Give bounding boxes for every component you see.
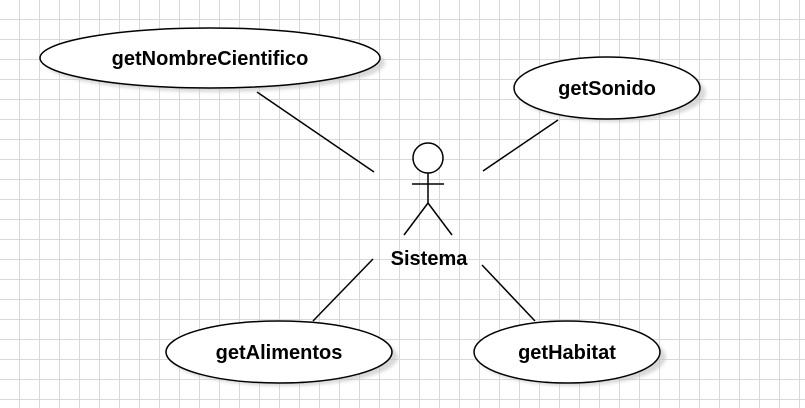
actor-label: Sistema bbox=[391, 248, 469, 270]
use-case-label: getHabitat bbox=[518, 342, 616, 364]
use-case-get-nombre-cientifico[interactable]: getNombreCientifico bbox=[39, 27, 385, 92]
use-case-label: getSonido bbox=[558, 78, 656, 100]
association-habitat bbox=[481, 264, 536, 322]
association-alimentos bbox=[312, 258, 374, 322]
use-case-get-alimentos[interactable]: getAlimentos bbox=[165, 320, 398, 386]
use-case-label: getAlimentos bbox=[216, 342, 343, 364]
association-nombre bbox=[256, 91, 375, 173]
association-sonido bbox=[482, 119, 559, 172]
actor-sistema[interactable]: Sistema bbox=[391, 142, 469, 270]
use-case-label: getNombreCientifico bbox=[112, 48, 309, 70]
use-case-get-sonido[interactable]: getSonido bbox=[513, 56, 706, 122]
use-case-get-habitat[interactable]: getHabitat bbox=[473, 320, 666, 386]
actor-stick-figure-icon bbox=[403, 142, 453, 236]
